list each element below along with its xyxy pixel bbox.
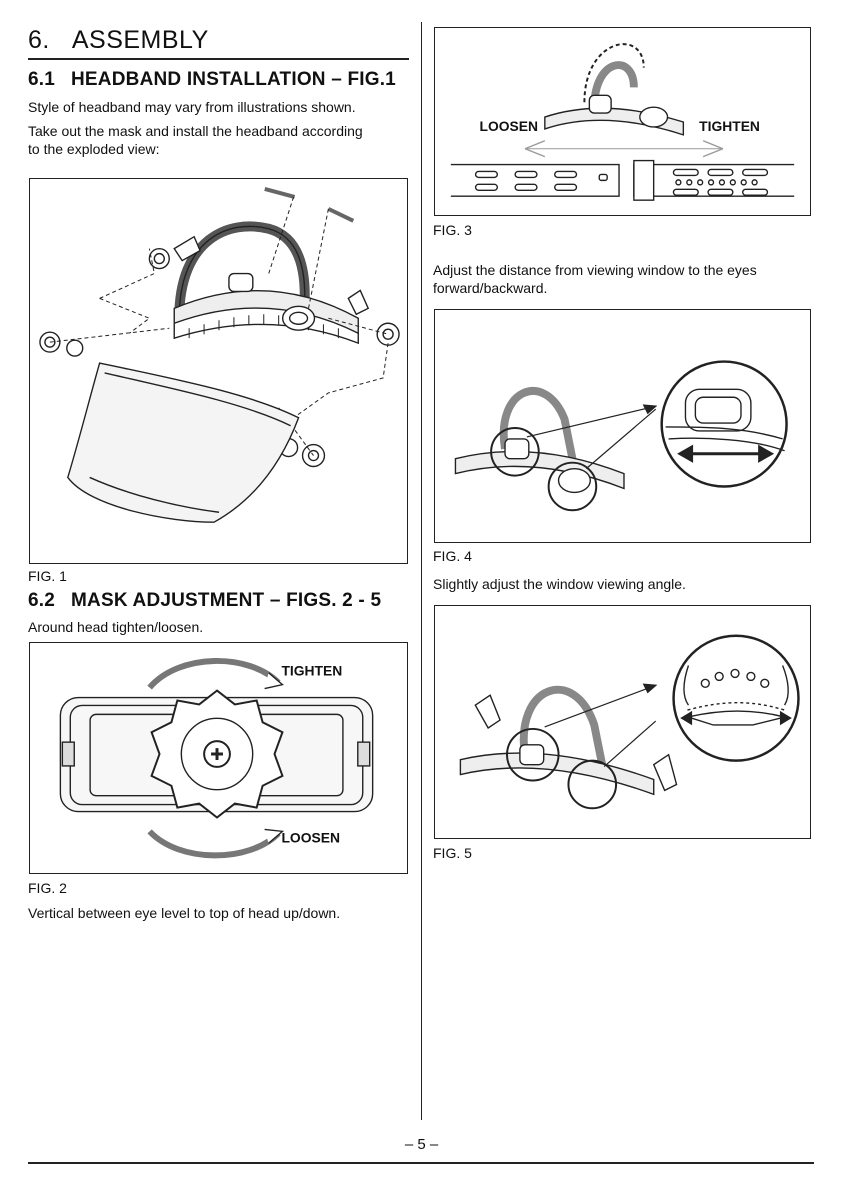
column-divider [421, 22, 422, 1120]
section-title: ASSEMBLY [72, 26, 209, 54]
page-number: – 5 – [0, 1136, 843, 1153]
ratchet-knob-illustration: TIGHTEN LOOSEN [30, 643, 407, 873]
paragraph-style-note: Style of headband may vary from illustra… [28, 98, 356, 116]
paragraph-install-line1: Take out the mask and install the headba… [28, 122, 363, 140]
subsection-heading-6-1: 6.1 HEADBAND INSTALLATION – FIG.1 [28, 69, 396, 91]
depth-adjust-illustration [435, 310, 810, 542]
section-heading: 6. ASSEMBLY [28, 26, 209, 55]
figure-2-ratchet-knob: TIGHTEN LOOSEN [29, 642, 408, 874]
paragraph-distance-line1: Adjust the distance from viewing window … [433, 261, 757, 279]
figure-5-caption: FIG. 5 [433, 845, 472, 861]
paragraph-viewing-angle: Slightly adjust the window viewing angle… [433, 575, 686, 593]
paragraph-distance-line2: forward/backward. [433, 279, 547, 297]
figure-1-exploded-view [29, 178, 408, 564]
subsection-heading-6-2: 6.2 MASK ADJUSTMENT – FIGS. 2 - 5 [28, 590, 381, 612]
fig3-loosen-label: LOOSEN [480, 118, 538, 134]
section-number: 6. [28, 26, 50, 54]
headband-size-illustration: LOOSEN TIGHTEN [435, 28, 810, 215]
subsection-title: HEADBAND INSTALLATION – FIG.1 [71, 69, 396, 90]
subsection-title: MASK ADJUSTMENT – FIGS. 2 - 5 [71, 590, 381, 611]
figure-3-caption: FIG. 3 [433, 222, 472, 238]
fig2-tighten-label: TIGHTEN [281, 663, 342, 679]
paragraph-around-head: Around head tighten/loosen. [28, 618, 203, 636]
subsection-number: 6.2 [28, 590, 55, 611]
footer-rule [28, 1162, 814, 1164]
figure-1-caption: FIG. 1 [28, 568, 67, 584]
paragraph-vertical: Vertical between eye level to top of hea… [28, 904, 340, 922]
subsection-number: 6.1 [28, 69, 55, 90]
figure-4-caption: FIG. 4 [433, 548, 472, 564]
headband-exploded-illustration [30, 179, 407, 563]
figure-3-headband-size: LOOSEN TIGHTEN [434, 27, 811, 216]
figure-4-depth-adjust [434, 309, 811, 543]
paragraph-install-line2: to the exploded view: [28, 140, 160, 158]
section-underline [28, 58, 409, 60]
figure-5-tilt-adjust [434, 605, 811, 839]
fig3-tighten-label: TIGHTEN [699, 118, 760, 134]
tilt-adjust-illustration [435, 606, 810, 838]
figure-2-caption: FIG. 2 [28, 880, 67, 896]
fig2-loosen-label: LOOSEN [281, 829, 340, 845]
